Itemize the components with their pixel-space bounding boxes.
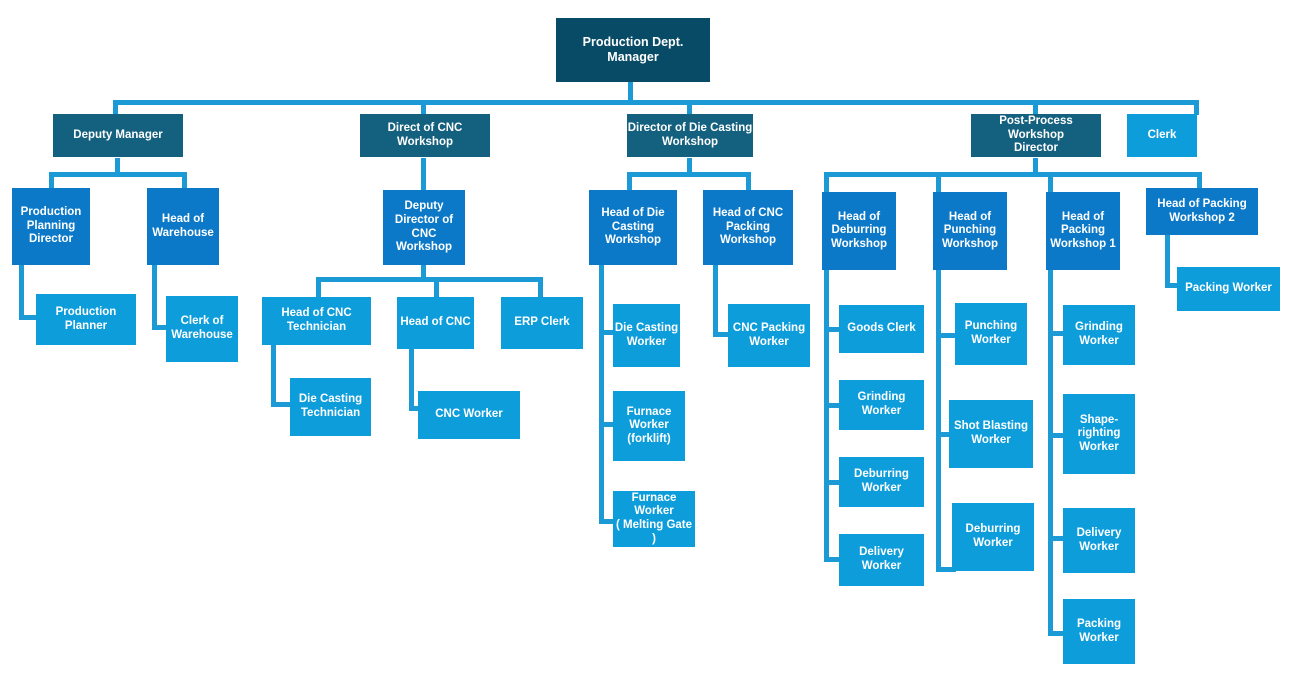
connector-cnctech-v <box>271 345 276 407</box>
connector-packing1-v <box>1048 270 1053 636</box>
connector-punching-h1 <box>936 333 956 338</box>
connector-deputy-to-warehouse <box>182 172 187 188</box>
connector-root-stem <box>628 82 633 101</box>
connector-drop-deputy-manager <box>113 100 118 115</box>
node-cnc-worker[interactable]: CNC Worker <box>418 391 520 439</box>
connector-cncdeputy-stem <box>421 265 426 279</box>
node-goods-clerk[interactable]: Goods Clerk <box>839 305 924 353</box>
connector-to-head-diecasting <box>627 172 632 190</box>
node-head-of-punching-workshop[interactable]: Head of Punching Workshop <box>933 192 1007 270</box>
connector-to-head-packing2 <box>1197 172 1202 192</box>
connector-to-erp-clerk <box>538 277 543 297</box>
node-shot-blasting-worker[interactable]: Shot Blasting Worker <box>949 400 1033 468</box>
connector-deburring-h1 <box>824 327 840 332</box>
node-packing1-delivery-worker[interactable]: Delivery Worker <box>1063 508 1135 573</box>
node-post-process-workshop-director[interactable]: Post-Process Workshop Director <box>971 114 1101 157</box>
connector-drop-postprocess-director <box>1033 100 1038 115</box>
node-head-of-cnc-packing-workshop[interactable]: Head of CNC Packing Workshop <box>703 190 793 265</box>
connector-packing2-v <box>1165 235 1170 288</box>
connector-headcnc-v <box>409 349 414 411</box>
node-head-of-cnc[interactable]: Head of CNC <box>397 297 474 349</box>
node-packing1-packing-worker[interactable]: Packing Worker <box>1063 599 1135 664</box>
node-cnc-packing-worker[interactable]: CNC Packing Worker <box>728 304 810 367</box>
connector-deburring-h4 <box>824 557 840 562</box>
connector-postprocess-bus <box>824 172 1202 177</box>
node-punching-deburring-worker[interactable]: Deburring Worker <box>952 503 1034 571</box>
node-erp-clerk[interactable]: ERP Clerk <box>501 297 583 349</box>
connector-deputy-to-planning <box>49 172 54 188</box>
connector-cncpacking-v <box>713 265 718 337</box>
node-head-of-warehouse[interactable]: Head of Warehouse <box>147 188 219 265</box>
connector-packing1-h3 <box>1048 536 1064 541</box>
connector-packing1-h2 <box>1048 433 1064 438</box>
node-clerk[interactable]: Clerk <box>1127 114 1197 157</box>
connector-to-head-cnc <box>434 277 439 297</box>
connector-packing1-h1 <box>1048 331 1064 336</box>
connector-warehouse-v <box>152 265 157 330</box>
connector-deburring-h3 <box>824 480 840 485</box>
connector-to-head-cnc-packing <box>746 172 751 190</box>
connector-planning-h <box>19 315 37 320</box>
connector-packing2-h <box>1165 283 1181 288</box>
node-deburring-deburring-worker[interactable]: Deburring Worker <box>839 457 924 507</box>
node-head-of-packing-workshop-2[interactable]: Head of Packing Workshop 2 <box>1146 188 1258 235</box>
node-production-planner[interactable]: Production Planner <box>36 294 136 345</box>
node-clerk-of-warehouse[interactable]: Clerk of Warehouse <box>166 296 238 362</box>
node-deburring-grinding-worker[interactable]: Grinding Worker <box>839 380 924 430</box>
node-director-of-die-casting-workshop[interactable]: Director of Die Casting Workshop <box>627 114 753 157</box>
connector-warehouse-h <box>152 325 170 330</box>
node-punching-worker[interactable]: Punching Worker <box>955 303 1027 365</box>
node-furnace-worker-melting-gate[interactable]: Furnace Worker ( Melting Gate ) <box>613 491 695 547</box>
node-shape-righting-worker[interactable]: Shape- righting Worker <box>1063 394 1135 474</box>
connector-headdiecasting-h3 <box>599 519 614 524</box>
connector-drop-diecasting-director <box>687 100 692 115</box>
connector-postprocess-stem <box>1033 158 1038 174</box>
connector-headdiecasting-h2 <box>599 422 614 427</box>
node-packing1-grinding-worker[interactable]: Grinding Worker <box>1063 305 1135 365</box>
connector-cncdeputy-bus <box>316 277 543 282</box>
node-packing2-packing-worker[interactable]: Packing Worker <box>1177 267 1280 311</box>
connector-diecasting-bus <box>627 172 751 177</box>
node-die-casting-worker[interactable]: Die Casting Worker <box>613 304 680 367</box>
connector-punching-h3 <box>936 567 956 572</box>
connector-to-head-deburring <box>824 172 829 192</box>
node-furnace-worker-forklift[interactable]: Furnace Worker (forklift) <box>613 391 685 461</box>
node-deburring-delivery-worker[interactable]: Delivery Worker <box>839 534 924 586</box>
connector-to-head-packing1 <box>1048 172 1053 192</box>
connector-drop-cnc-director <box>421 100 426 115</box>
connector-cnc-to-deputy <box>421 158 426 190</box>
connector-punching-v <box>936 270 941 572</box>
connector-packing1-h4 <box>1048 631 1064 636</box>
connector-deburring-h2 <box>824 403 840 408</box>
connector-headdiecasting-v <box>599 265 604 524</box>
node-direct-of-cnc-workshop[interactable]: Direct of CNC Workshop <box>360 114 490 157</box>
connector-diecasting-stem <box>687 158 692 174</box>
connector-deputy-stem <box>115 158 120 174</box>
node-deputy-director-of-cnc-workshop[interactable]: Deputy Director of CNC Workshop <box>383 190 465 265</box>
connector-deputy-bus <box>49 172 187 177</box>
connector-cnctech-h <box>271 402 291 407</box>
connector-drop-clerk <box>1194 100 1199 115</box>
node-production-planning-director[interactable]: Production Planning Director <box>12 188 90 265</box>
node-head-of-deburring-workshop[interactable]: Head of Deburring Workshop <box>822 192 896 270</box>
connector-to-head-cnc-technician <box>316 277 321 297</box>
connector-headdiecasting-h1 <box>599 330 614 335</box>
connector-punching-h2 <box>936 432 956 437</box>
connector-level1-bus <box>113 100 1199 105</box>
node-die-casting-technician[interactable]: Die Casting Technician <box>290 378 371 436</box>
connector-deburring-v <box>824 270 829 562</box>
node-deputy-manager[interactable]: Deputy Manager <box>53 114 183 157</box>
node-head-of-packing-workshop-1[interactable]: Head of Packing Workshop 1 <box>1046 192 1120 270</box>
node-head-of-die-casting-workshop[interactable]: Head of Die Casting Workshop <box>589 190 677 265</box>
node-production-dept-manager[interactable]: Production Dept. Manager <box>556 18 710 82</box>
connector-planning-v <box>19 265 24 320</box>
node-head-of-cnc-technician[interactable]: Head of CNC Technician <box>262 297 371 345</box>
connector-cncpacking-h <box>713 332 729 337</box>
connector-to-head-punching <box>936 172 941 192</box>
